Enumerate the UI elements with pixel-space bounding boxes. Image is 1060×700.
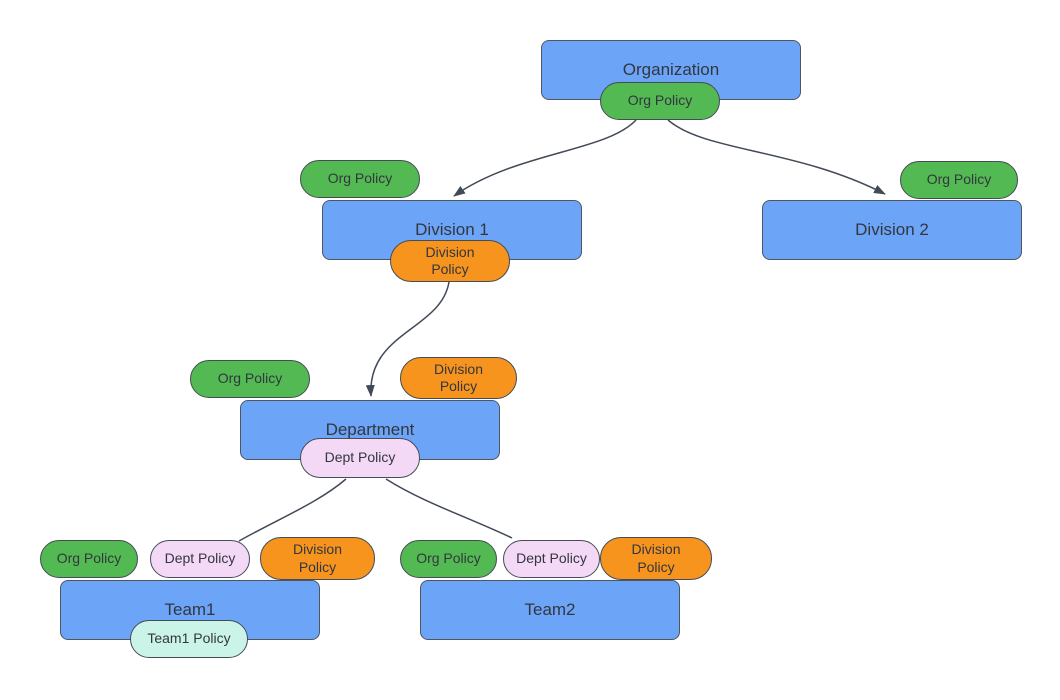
edge-division1-department [365,281,450,397]
node-division2: Division 2 [762,200,1022,260]
badge-division-policy-team2: Division Policy [600,537,712,580]
badge-division-policy-division1: Division Policy [390,240,510,282]
badge-dept-policy-team1: Dept Policy [150,540,250,578]
node-division2-label: Division 2 [855,220,929,239]
badge-org-policy-team2: Org Policy [400,540,497,578]
node-team2-label: Team2 [524,600,576,619]
edge-department-team1 [238,478,347,542]
badge-division-policy-team1: Division Policy [260,537,375,580]
node-department-label: Department [325,420,415,439]
edge-organization-division2 [667,119,886,195]
node-team1-label: Team1 [164,600,216,619]
badge-org-policy-team1: Org Policy [40,540,138,578]
node-division1-label: Division 1 [415,220,489,239]
badge-division-policy-department: Division Policy [400,357,517,399]
badge-dept-policy-team2: Dept Policy [503,540,600,578]
edge-department-team2 [385,478,513,539]
badge-org-policy-division2: Org Policy [900,161,1018,199]
node-organization-label: Organization [622,60,720,79]
badge-org-policy-division1: Org Policy [300,160,420,198]
badge-org-policy-department: Org Policy [190,360,310,398]
badge-org-policy-organization: Org Policy [600,82,720,120]
node-team2: Team2 [420,580,680,640]
badge-dept-policy-department: Dept Policy [300,438,420,478]
edge-organization-division1 [453,119,637,197]
badge-team1-policy: Team1 Policy [130,620,248,658]
